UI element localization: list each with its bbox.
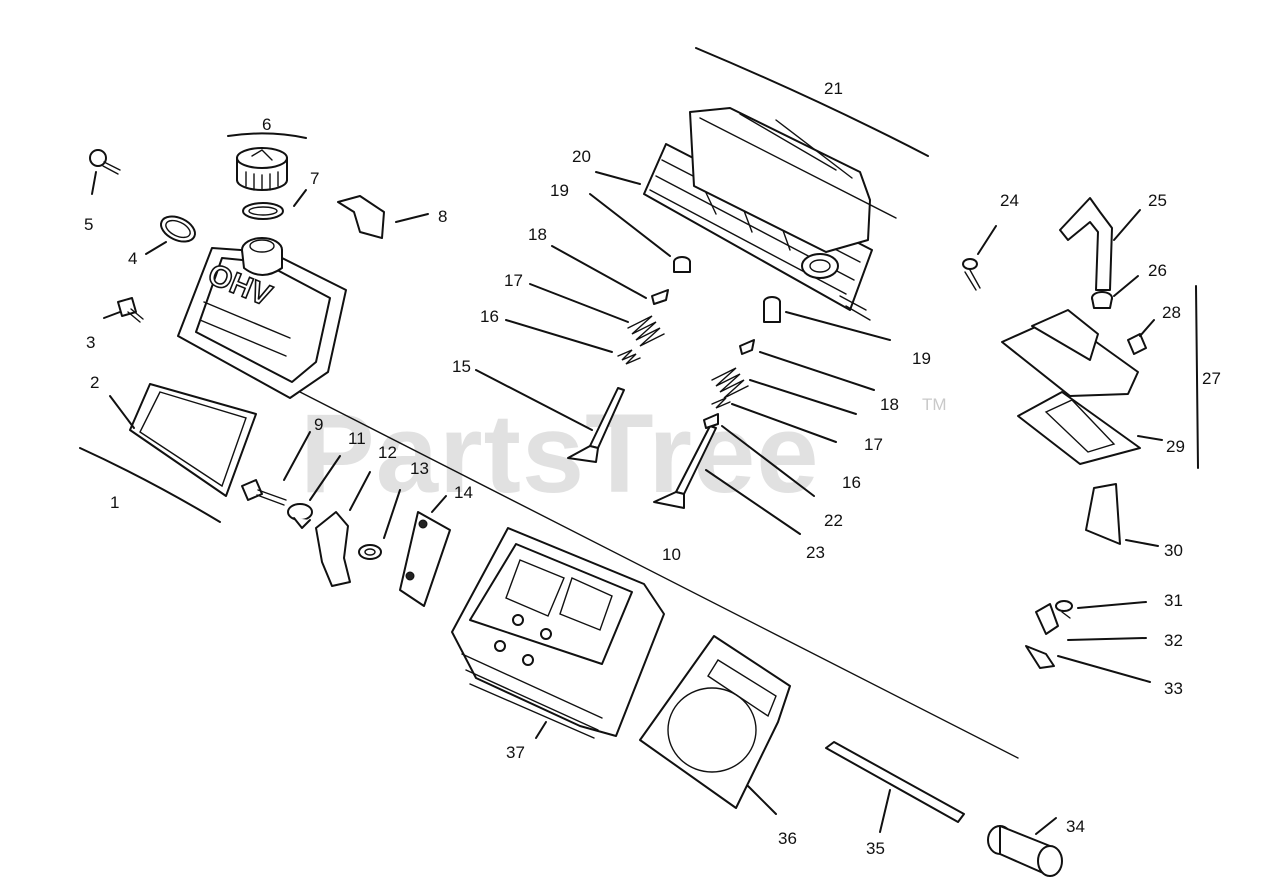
part-6-fill-cap — [236, 147, 288, 191]
part-16-spring-left — [617, 349, 641, 365]
callout-29: 29 — [1166, 437, 1185, 456]
part-37-cylinder-head — [451, 527, 665, 739]
callout-16-right: 16 — [842, 473, 861, 492]
part-35-push-rod — [825, 741, 965, 823]
callout-12: 12 — [378, 443, 397, 462]
part-10-rod — [299, 391, 1019, 759]
callout-34: 34 — [1066, 817, 1085, 836]
part-26-grommet — [1091, 291, 1113, 309]
callout-5: 5 — [84, 215, 93, 234]
part-8-bracket — [337, 195, 385, 239]
part-1-bracket — [79, 447, 221, 523]
part-11-spacer — [287, 503, 313, 529]
part-6-bracket — [227, 132, 307, 139]
callout-17-right: 17 — [864, 435, 883, 454]
part-17-spring-right — [711, 367, 749, 399]
part-23-valve — [653, 425, 717, 509]
part-32-bracket — [1035, 603, 1059, 635]
part-21-rocker-cover — [689, 107, 897, 253]
part-29-breather-gasket — [1017, 391, 1141, 465]
part-2-gasket-inner — [139, 391, 247, 488]
callout-15: 15 — [452, 357, 471, 376]
part-31-screw — [1055, 600, 1073, 619]
callout-3: 3 — [86, 333, 95, 352]
part-30-filter — [1085, 483, 1121, 545]
part-34-tappet — [987, 825, 1063, 877]
part-13-washer — [358, 544, 382, 560]
callout-16-left: 16 — [480, 307, 499, 326]
callout-21: 21 — [824, 79, 843, 98]
callout-30: 30 — [1164, 541, 1183, 560]
watermark-text: PartsTree — [300, 391, 820, 516]
callout-19-right: 19 — [912, 349, 931, 368]
watermark-trademark: TM — [922, 395, 947, 414]
callout-19-left: 19 — [550, 181, 569, 200]
callout-35: 35 — [866, 839, 885, 858]
part-17-spring-left — [627, 315, 665, 347]
part-19-cap-right — [763, 296, 781, 323]
callout-25: 25 — [1148, 191, 1167, 210]
callout-32: 32 — [1164, 631, 1183, 650]
callout-labels: 1 2 3 4 5 6 7 8 9 10 11 12 13 14 15 16 1… — [84, 79, 1221, 858]
callout-6: 6 — [262, 115, 271, 134]
valve-cover: OHV — [177, 237, 347, 399]
part-25-breather-tube — [1059, 197, 1113, 291]
part-36-head-gasket — [639, 635, 791, 809]
part-27-bracket — [1195, 285, 1199, 469]
part-27-breather-cover — [1001, 309, 1139, 397]
callout-18-right: 18 — [880, 395, 899, 414]
leader-lines — [91, 171, 1163, 835]
part-18-retainer-right — [739, 339, 755, 355]
part-14-plate — [399, 511, 451, 607]
part-5-screw — [89, 149, 121, 175]
part-19-cap-left — [673, 256, 691, 273]
callout-13: 13 — [410, 459, 429, 478]
part-16-spring-right — [711, 397, 731, 409]
part-24-screw — [962, 258, 981, 291]
part-21-bracket — [695, 47, 929, 157]
callout-10: 10 — [662, 545, 681, 564]
part-15-valve — [567, 387, 625, 463]
callout-23: 23 — [806, 543, 825, 562]
callout-37: 37 — [506, 743, 525, 762]
callout-2: 2 — [90, 373, 99, 392]
part-4-o-ring — [160, 215, 196, 243]
callout-9: 9 — [314, 415, 323, 434]
callout-18-left: 18 — [528, 225, 547, 244]
part-7-o-ring — [242, 202, 284, 220]
callout-36: 36 — [778, 829, 797, 848]
part-3-screw — [117, 297, 144, 323]
callout-28: 28 — [1162, 303, 1181, 322]
part-33-clip — [1025, 645, 1055, 669]
callout-33: 33 — [1164, 679, 1183, 698]
part-22-seal — [703, 413, 719, 429]
part-18-retainer-left — [651, 289, 669, 305]
callout-1: 1 — [110, 493, 119, 512]
callout-8: 8 — [438, 207, 447, 226]
part-9-bolt — [241, 479, 287, 506]
callout-27: 27 — [1202, 369, 1221, 388]
callout-17-left: 17 — [504, 271, 523, 290]
callout-4: 4 — [128, 249, 137, 268]
callout-26: 26 — [1148, 261, 1167, 280]
callout-7: 7 — [310, 169, 319, 188]
part-28-screw — [1127, 333, 1147, 355]
callout-14: 14 — [454, 483, 473, 502]
callout-20: 20 — [572, 147, 591, 166]
callout-11: 11 — [348, 429, 366, 448]
part-12-rocker-arm — [315, 511, 351, 587]
callout-24: 24 — [1000, 191, 1019, 210]
part-2-gasket — [129, 383, 257, 497]
callout-31: 31 — [1164, 591, 1183, 610]
callout-22: 22 — [824, 511, 843, 530]
